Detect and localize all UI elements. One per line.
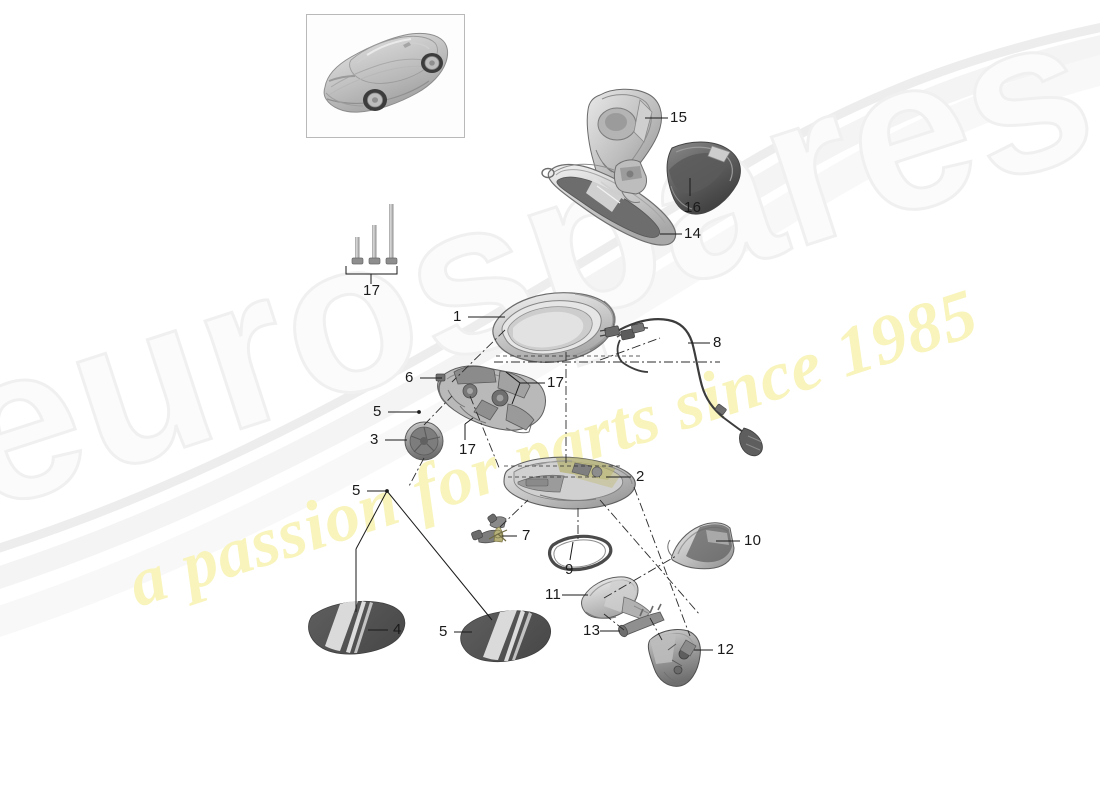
part-17-screw-set-top (345, 204, 398, 284)
part-6-mirror-adjustment-unit (435, 365, 546, 434)
part-9-seal-gasket-ring (548, 534, 613, 572)
part-14-interior-rear-view-mirror (541, 159, 677, 246)
alignment-guides (496, 355, 640, 478)
part-7-fastening-clip-set (471, 513, 508, 544)
callout-label-5a: 5 (373, 403, 382, 420)
callout-label-12: 12 (717, 641, 735, 658)
part-10-triangular-trim-panel-outer (667, 522, 735, 570)
callout-label-10: 10 (744, 532, 762, 549)
callout-label-2: 2 (636, 468, 645, 485)
callout-label-6: 6 (405, 369, 414, 386)
callout-label-13: 13 (583, 622, 601, 639)
part-1-mirror-housing-cover (492, 292, 616, 363)
callout-label-9: 9 (565, 561, 574, 578)
leader-lines (355, 117, 740, 651)
callout-label-11: 11 (545, 586, 562, 603)
part-13-trim-clip-strip (618, 603, 665, 638)
callout-label-4: 4 (393, 621, 402, 638)
part-2-mirror-base-lower-housing (503, 456, 636, 510)
callout-label-1: 1 (453, 308, 462, 325)
callout-label-17c: 17 (459, 441, 477, 458)
vehicle-inset (306, 14, 465, 138)
callout-label-17b: 17 (547, 374, 565, 391)
callout-label-15: 15 (670, 109, 688, 126)
callout-label-5b: 5 (352, 482, 361, 499)
part-5-mirror-glass-right (460, 610, 551, 663)
callout-label-7: 7 (522, 527, 531, 544)
callout-label-16: 16 (684, 199, 702, 216)
part-8-wiring-harness (599, 318, 763, 457)
callout-label-5c: 5 (439, 623, 448, 640)
part-11-triangular-trim-panel-inner (581, 576, 651, 621)
callout-label-8: 8 (713, 334, 722, 351)
part-15-mirror-base-cover-upper (586, 88, 662, 190)
assembly-axes (407, 329, 720, 641)
part-3-mirror-motor-drive (404, 421, 444, 461)
part-4-mirror-glass-left (308, 600, 406, 655)
callout-label-14: 14 (684, 225, 702, 242)
part-16-mirror-base-cover-lower (666, 141, 741, 215)
callout-label-3: 3 (370, 431, 379, 448)
part-12-mirror-mounting-bracket (647, 629, 701, 687)
callout-label-17a: 17 (363, 282, 381, 299)
